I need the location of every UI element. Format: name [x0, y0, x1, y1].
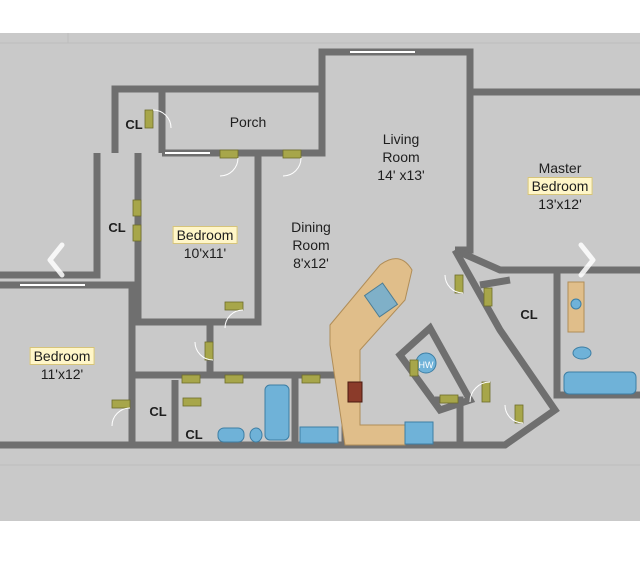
door	[439, 394, 459, 404]
closet-label-master: CL	[520, 307, 538, 322]
master-line1: Master	[538, 160, 582, 176]
door	[282, 149, 302, 159]
dining-line1: Dining	[291, 219, 331, 235]
wall-master-bath	[553, 270, 640, 399]
door-swing	[504, 404, 524, 424]
master-sink-icon	[570, 298, 582, 310]
bedroom-mid-size: 10'x11'	[183, 245, 227, 261]
bedroom-left-name: Bedroom	[29, 347, 95, 365]
master-toilet-icon	[572, 346, 592, 360]
door-swing	[469, 381, 491, 403]
walls	[0, 48, 640, 449]
room-label-dining: Dining Room 8'x12'	[291, 218, 331, 272]
door	[514, 404, 524, 424]
door	[181, 374, 201, 384]
kitchen-counter	[329, 258, 434, 446]
living-line1: Living	[382, 131, 420, 147]
room-label-living: Living Room 14' x13'	[377, 130, 424, 184]
door-swing	[444, 274, 464, 294]
bottom-margin	[0, 521, 640, 577]
top-margin	[0, 0, 640, 33]
door	[132, 199, 142, 217]
bathtub-icon	[264, 384, 290, 441]
room-label-master: Master Bedroom 13'x12'	[527, 159, 593, 213]
closet-label-bath: CL	[185, 427, 203, 442]
chevron-right-icon	[578, 242, 596, 278]
door	[483, 287, 493, 307]
room-label-bedroom-left: Bedroom 11'x12'	[29, 347, 95, 383]
prev-arrow-button[interactable]	[38, 238, 74, 282]
wall-porch-closet	[111, 85, 166, 153]
door	[224, 374, 244, 384]
room-label-bedroom-mid: Bedroom 10'x11'	[172, 226, 238, 262]
door	[182, 397, 202, 407]
door	[132, 224, 142, 242]
floor-plan-drawing	[0, 33, 640, 466]
wall-left-closet	[0, 153, 101, 279]
chevron-left-icon	[47, 242, 65, 278]
windows	[20, 51, 415, 286]
bedroom-mid-name: Bedroom	[172, 226, 238, 244]
wall-cl-master	[479, 276, 511, 289]
bedroom-left-size: 11'x12'	[40, 366, 84, 382]
closet-label-mid: CL	[108, 220, 126, 235]
living-size: 14' x13'	[377, 167, 425, 183]
stove-icon	[347, 381, 363, 403]
master-size: 13'x12'	[538, 196, 582, 212]
door-swing	[111, 407, 131, 427]
refrigerator-icon	[404, 421, 434, 445]
next-arrow-button[interactable]	[569, 238, 605, 282]
master-line2: Bedroom	[527, 177, 593, 195]
door	[454, 274, 464, 294]
door	[204, 341, 214, 361]
door	[224, 301, 244, 311]
door-swing	[219, 157, 239, 177]
door-swing	[224, 309, 244, 329]
water-heater-label: HW	[418, 360, 434, 370]
toilet-icon	[249, 427, 263, 443]
bath-sink-icon	[217, 427, 245, 443]
door	[409, 359, 419, 377]
bath-fixtures	[217, 281, 637, 444]
kitchen-sink-icon	[363, 282, 399, 318]
doors	[111, 109, 524, 424]
floor-plan: Porch Living Room 14' x13' Master Bedroo…	[0, 33, 640, 521]
door-swing	[282, 157, 302, 177]
door	[111, 399, 131, 409]
dining-size: 8'x12'	[293, 255, 329, 271]
door	[144, 109, 154, 129]
wall-master-bottom	[453, 246, 640, 274]
door-swing	[194, 341, 214, 361]
living-line2: Room	[382, 149, 420, 165]
master-tub-icon	[563, 371, 637, 395]
dining-line2: Room	[292, 237, 330, 253]
washer-dryer-icon	[299, 426, 339, 444]
door	[219, 149, 239, 159]
door-swings	[111, 109, 524, 427]
wall-living	[318, 48, 474, 254]
porch-name: Porch	[229, 114, 267, 130]
door	[481, 381, 491, 403]
door	[301, 374, 321, 384]
closet-label-porch: CL	[125, 117, 143, 132]
room-label-porch: Porch	[230, 113, 267, 131]
closet-label-left: CL	[149, 404, 167, 419]
door-swing	[152, 109, 172, 129]
